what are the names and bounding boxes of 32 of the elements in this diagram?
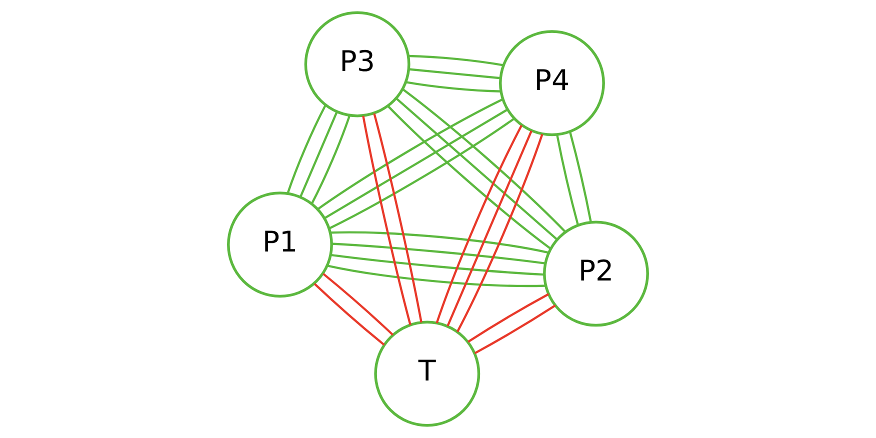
connector [556, 134, 580, 226]
connector [322, 272, 394, 336]
connector [362, 116, 412, 326]
connector [387, 105, 552, 250]
connector [408, 68, 501, 80]
connector [328, 118, 515, 230]
connector [395, 98, 558, 240]
connector [456, 134, 544, 332]
connector [373, 113, 422, 323]
node-circle: P1 [227, 192, 333, 298]
node-circle: P2 [543, 220, 649, 327]
node-circle: P4 [499, 30, 605, 136]
connector [326, 264, 546, 288]
node-circle: P3 [304, 11, 410, 118]
connector [286, 104, 327, 194]
connector [436, 124, 523, 324]
connector [332, 242, 546, 264]
connector [310, 114, 351, 204]
connector [474, 304, 556, 354]
connector [300, 111, 338, 198]
node-circle: T [374, 320, 480, 427]
connector [568, 131, 592, 222]
connector [446, 130, 532, 327]
connector [402, 88, 566, 232]
connector [408, 54, 504, 66]
connector [314, 282, 385, 346]
connector [330, 254, 544, 276]
connector [317, 98, 504, 210]
connector [406, 81, 501, 92]
connector [330, 231, 549, 254]
connector [468, 293, 550, 343]
connector [324, 108, 508, 220]
